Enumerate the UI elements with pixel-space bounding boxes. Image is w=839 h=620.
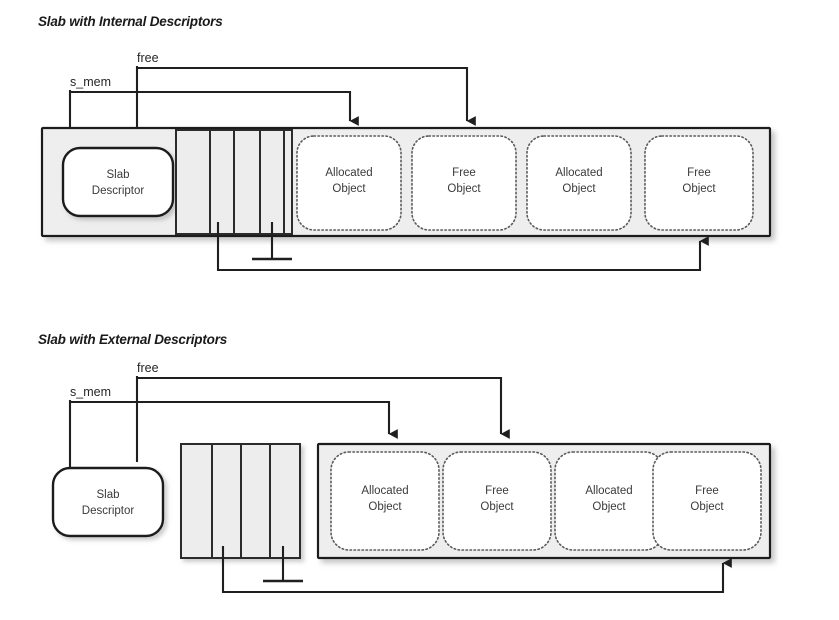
object-label-line2: Object — [592, 501, 626, 513]
descriptor-cell — [259, 129, 285, 235]
figure-title-internal: Slab with Internal Descriptors — [38, 14, 223, 29]
object-label-line2: Object — [562, 183, 596, 195]
object-label-line1: Free — [687, 167, 711, 179]
object-label-line2: Object — [368, 501, 402, 513]
object-label-line2: Object — [332, 183, 366, 195]
slab-descriptor-box-internal — [61, 146, 175, 218]
object-box — [411, 135, 517, 231]
slab-descriptor-line2-external: Descriptor — [82, 505, 135, 517]
slab-descriptor-line1-external: Slab — [96, 489, 119, 501]
pointer-label-free-external: free — [137, 361, 159, 375]
figure-title-external: Slab with External Descriptors — [38, 332, 228, 347]
object-box — [554, 451, 664, 551]
object-label-line1: Allocated — [585, 485, 632, 497]
descriptor-array-internal — [175, 129, 293, 235]
object-label-line2: Object — [480, 501, 514, 513]
object-box — [442, 451, 552, 551]
slab-descriptor-box-external — [51, 466, 165, 538]
object-label-line1: Free — [485, 485, 509, 497]
pointer-label-s-mem-internal: s_mem — [70, 75, 111, 89]
slab-descriptor-line2-internal: Descriptor — [92, 185, 145, 197]
free-pointer-route-internal — [137, 66, 476, 126]
object-box — [652, 451, 762, 551]
descriptor-cell — [180, 443, 213, 559]
descriptor-cell — [269, 443, 301, 559]
object-label-line2: Object — [690, 501, 724, 513]
s-mem-pointer-route-external — [70, 400, 398, 439]
pointer-label-s-mem-external: s_mem — [70, 385, 111, 399]
descriptor-cell — [240, 443, 271, 559]
descriptor-cell — [175, 129, 211, 235]
free-list-link-to-last-object-internal — [216, 222, 709, 272]
s-mem-pointer-route-internal — [70, 90, 359, 126]
slab-descriptor-line1-internal: Slab — [106, 169, 129, 181]
diagram-internal: Slab with Internal Descriptors free s_me… — [38, 14, 772, 272]
object-label-line1: Allocated — [325, 167, 372, 179]
object-label-line1: Allocated — [555, 167, 602, 179]
descriptor-cell — [283, 129, 293, 235]
free-pointer-route-external — [137, 376, 510, 439]
descriptor-cell — [233, 129, 261, 235]
pointer-label-free-internal: free — [137, 51, 159, 65]
object-box — [296, 135, 402, 231]
object-list-internal: Allocated Object Free Object Allocated O… — [296, 135, 754, 231]
object-label-line2: Object — [447, 183, 481, 195]
object-label-line2: Object — [682, 183, 716, 195]
diagram-external: Slab with External Descriptors free s_me… — [38, 332, 772, 594]
descriptor-array-external — [180, 443, 301, 559]
descriptor-cell — [209, 129, 235, 235]
descriptor-cell — [211, 443, 242, 559]
object-box — [330, 451, 440, 551]
object-label-line1: Allocated — [361, 485, 408, 497]
object-box — [526, 135, 632, 231]
object-label-line1: Free — [452, 167, 476, 179]
free-list-link-to-last-object-external — [221, 546, 732, 594]
object-list-external: Allocated Object Free Object Allocated O… — [330, 451, 762, 551]
object-label-line1: Free — [695, 485, 719, 497]
object-box — [644, 135, 754, 231]
